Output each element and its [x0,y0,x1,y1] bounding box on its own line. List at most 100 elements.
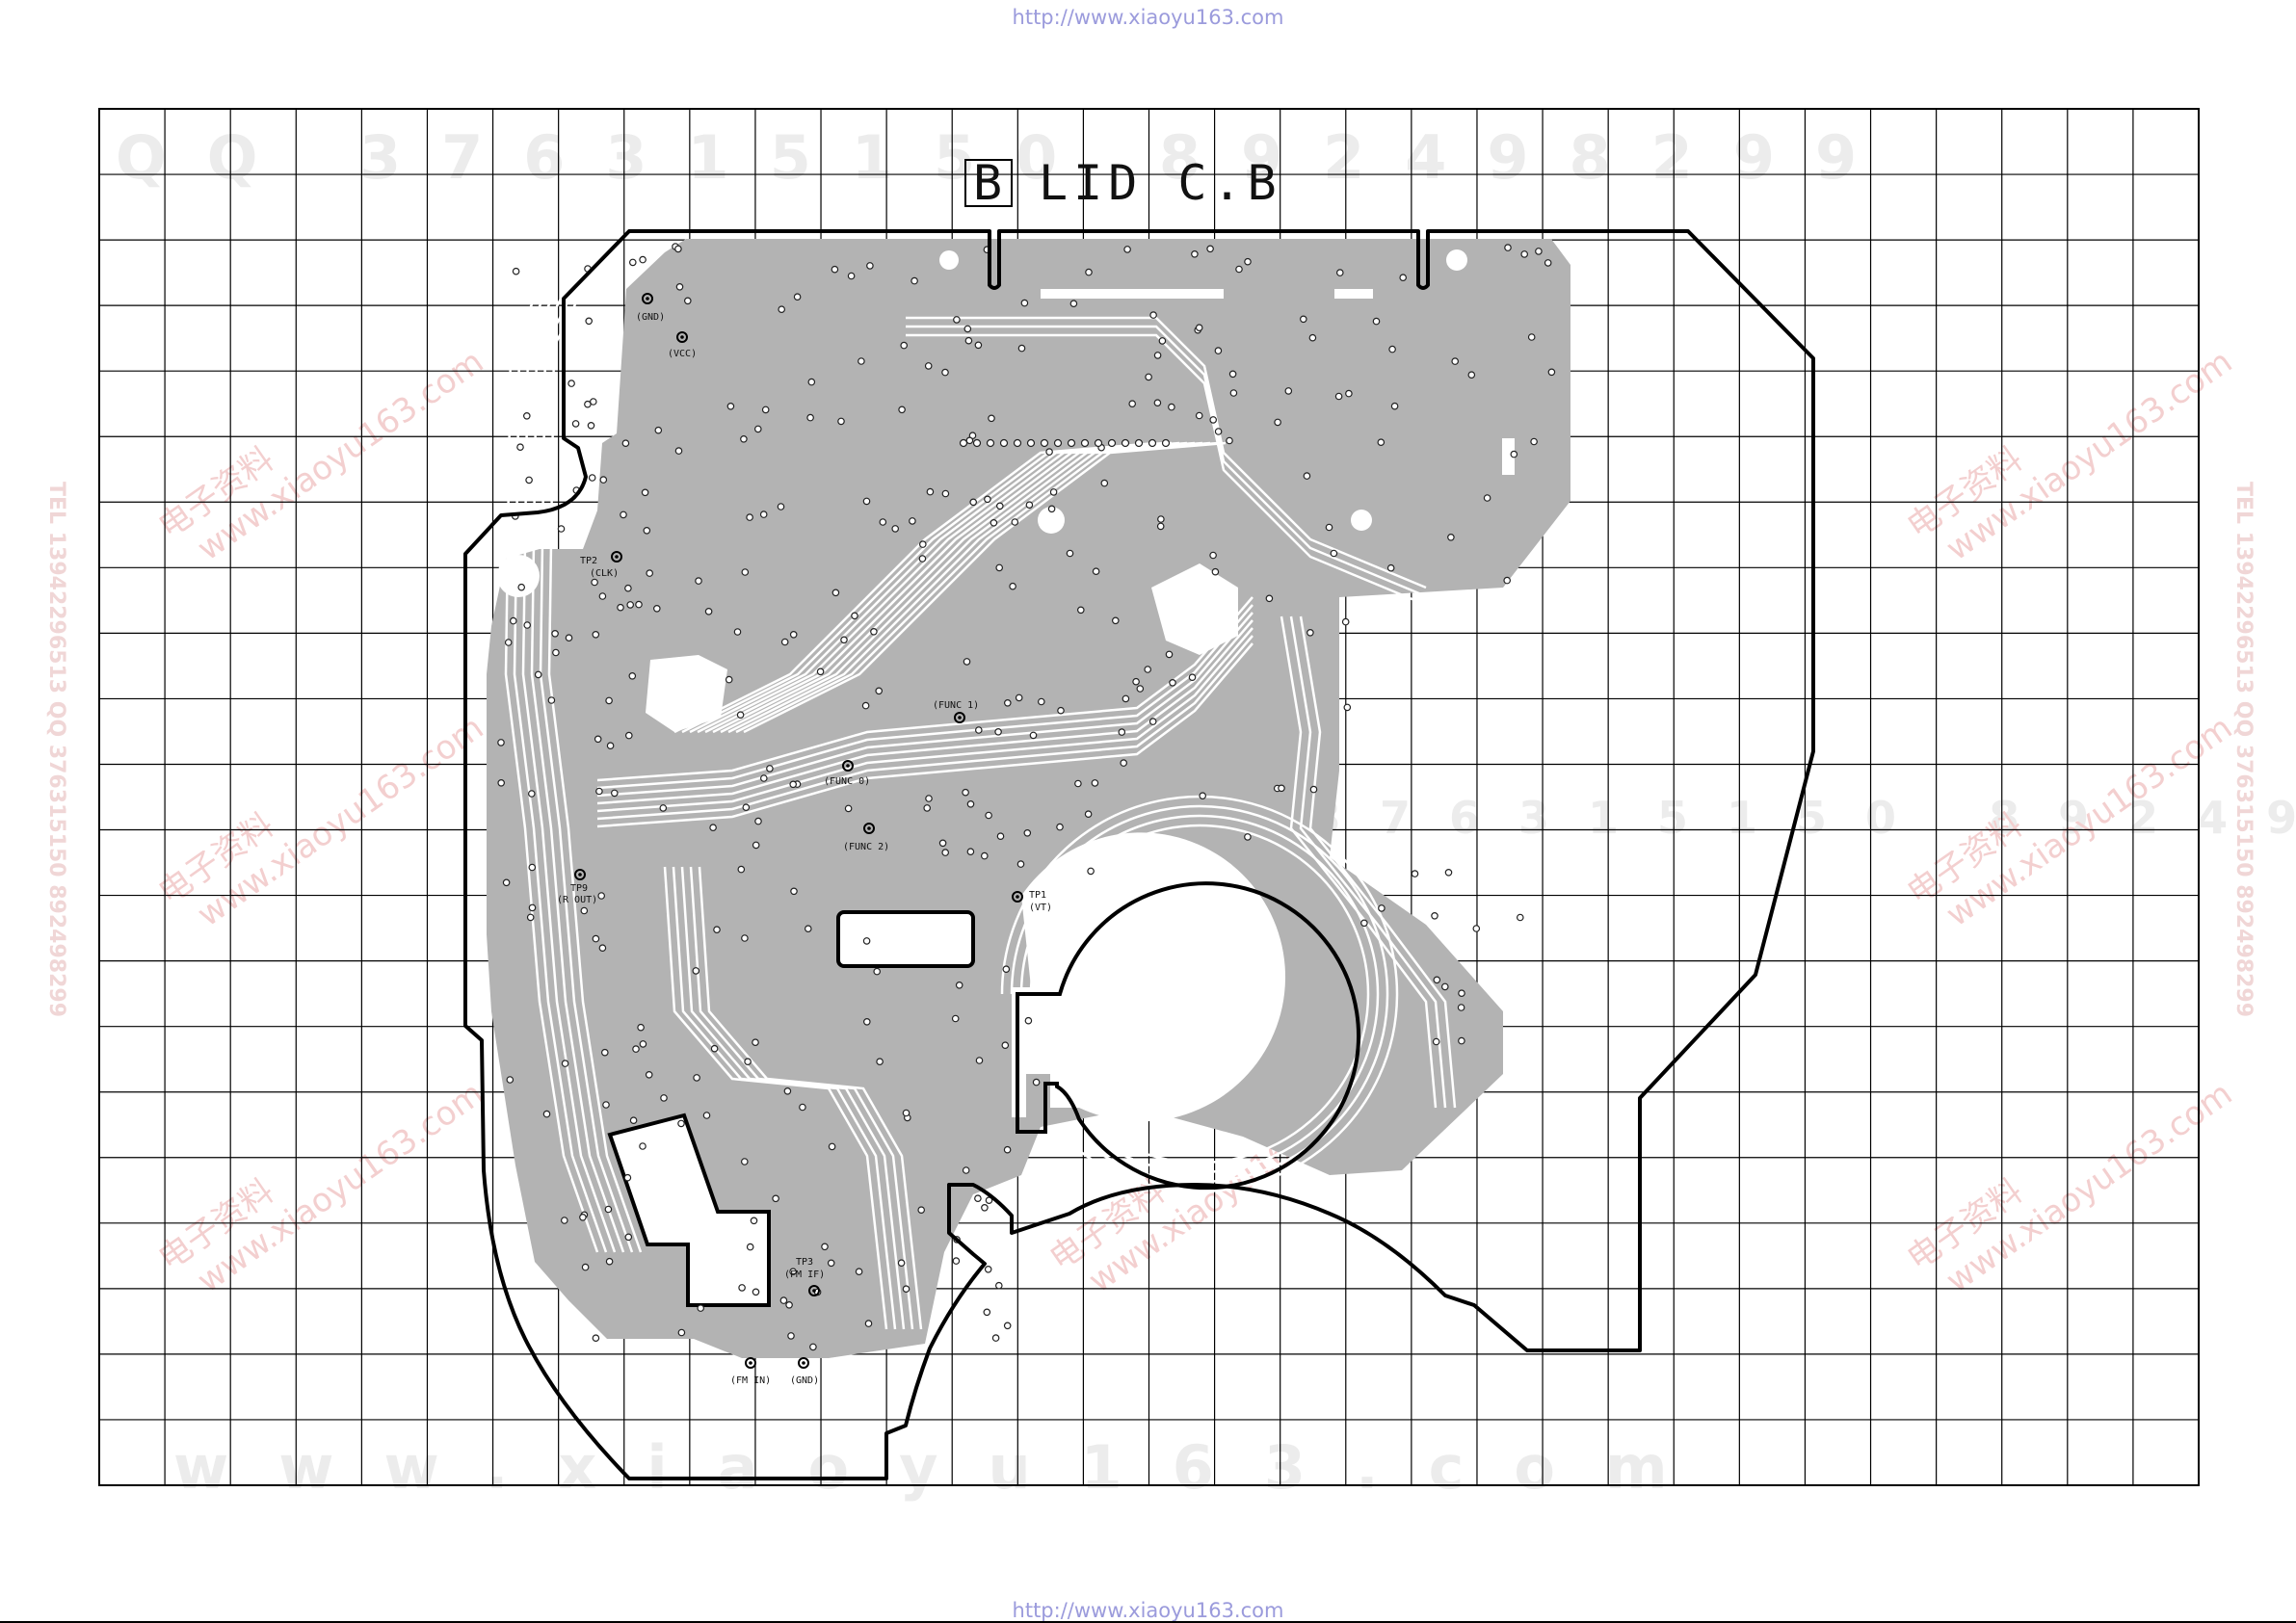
via [1049,488,1058,496]
via [534,670,542,679]
via [953,316,961,324]
bottom-rule [0,1621,2296,1623]
via [522,411,531,420]
via [1045,448,1053,456]
via [551,629,559,638]
via [1032,1078,1041,1086]
via [1334,392,1343,401]
via [1011,518,1019,526]
via [552,648,560,657]
via [605,696,613,705]
test-point-func0: (FUNC 0) [824,760,870,787]
via [1056,823,1064,831]
via [918,540,927,548]
via [1345,389,1353,398]
via [966,848,975,856]
footer-url[interactable]: http://www.xiaoyu163.com [1012,1599,1284,1622]
via [523,621,532,629]
via [1214,347,1223,354]
via [861,701,870,710]
via [580,906,589,915]
via [1360,919,1368,928]
via [994,727,1002,736]
test-point-tp9-label: TP9 [570,883,588,894]
via [924,362,933,370]
via [862,937,871,945]
via [1017,344,1026,353]
via [876,1058,884,1066]
via [677,1328,686,1337]
test-point-gnd-label: (GND) [636,312,665,323]
grid-frame [98,108,2200,1486]
via [777,503,785,510]
via [643,526,651,535]
via [746,1243,754,1251]
trace [596,596,1254,782]
via [988,414,995,423]
vias [497,243,1556,1351]
via [1165,650,1174,659]
via [966,799,975,808]
via [1004,698,1012,707]
via [1123,246,1131,253]
via [605,1257,614,1266]
via [527,790,536,798]
via [591,578,598,587]
trace [743,441,1227,734]
via [831,589,840,597]
via [599,476,608,484]
via [910,276,918,285]
via [1199,792,1207,800]
via [963,325,972,333]
via [1087,867,1095,876]
test-point-tp1: TP1 (VT) [1012,890,1052,913]
via [683,297,692,305]
via [516,443,524,452]
via [592,934,600,943]
via [1092,567,1100,576]
via [1009,582,1016,590]
trace [596,619,1254,805]
via [984,1266,992,1273]
via [983,1308,991,1317]
via [1457,1004,1465,1011]
via [675,282,684,291]
via [736,711,745,720]
via [692,967,700,975]
via [742,803,751,812]
via [617,603,624,612]
test-point-func2: (FUNC 2) [843,823,889,852]
via [990,518,998,527]
via [741,934,749,942]
connector-pad [1094,438,1103,448]
via [509,616,517,625]
via [897,1259,906,1268]
connector-pad [1148,438,1157,448]
via [917,1206,926,1215]
test-point-tp1-sub: (VT) [1029,903,1052,913]
via [1343,703,1352,712]
test-point-tp2-sub: (CLK) [590,568,619,579]
via [639,1040,647,1048]
via [851,612,858,620]
via [923,804,932,812]
via [632,1045,640,1053]
via [737,865,746,874]
via [1472,925,1481,932]
via [1431,911,1438,920]
via [855,1268,863,1276]
via [1020,299,1029,307]
connector-pad [986,438,995,448]
via [898,406,906,414]
test-point-gnd2-label: (GND) [790,1375,819,1386]
via [779,1296,788,1304]
via [565,634,573,642]
via [588,474,596,482]
via [866,262,874,270]
via [1458,989,1465,998]
connector-pad [1161,438,1171,448]
via [624,584,632,592]
via [1330,549,1338,558]
via [974,341,983,350]
header-url[interactable]: http://www.xiaoyu163.com [1012,6,1284,29]
